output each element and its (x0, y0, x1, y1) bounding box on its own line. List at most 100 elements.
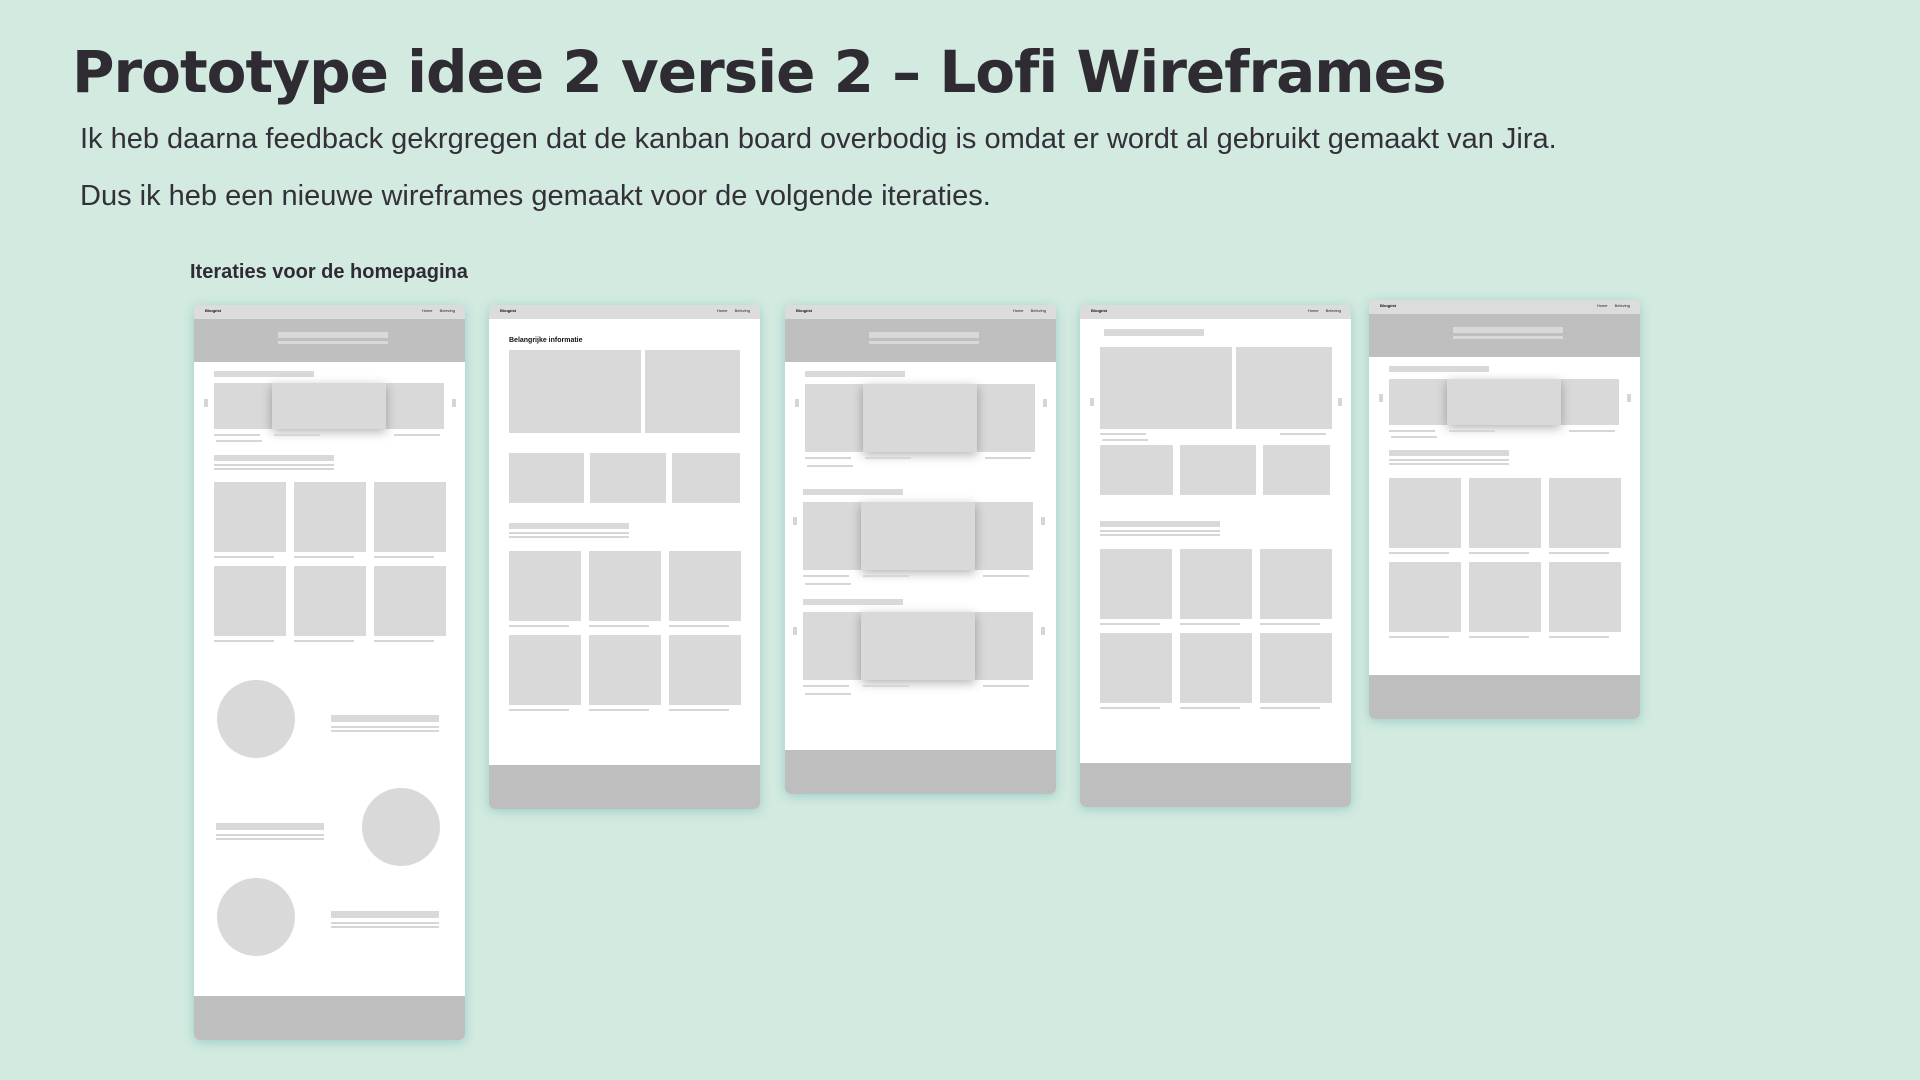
grid-card (1549, 478, 1621, 548)
grid-card (374, 566, 446, 636)
carousel-card (973, 502, 1033, 570)
carousel-next-arrow (1338, 398, 1342, 406)
nav-account-link: Beleving (734, 308, 750, 313)
info-block (509, 453, 584, 503)
nav-home-link: Home (716, 308, 728, 313)
wireframe-nav-links: Home Beleving (1007, 308, 1046, 313)
nav-home-link: Home (421, 308, 433, 313)
wireframe-iteration-5: Bloqpist Home Beleving (1369, 300, 1640, 719)
wireframe-navbar: Bloqpist Home Beleving (194, 305, 465, 319)
carousel-card-active (861, 502, 975, 570)
wireframe-navbar: Bloqpist Home Beleving (489, 305, 760, 319)
wireframe-iteration-2: Bloqpist Home Beleving Belangrijke infor… (489, 305, 760, 809)
section-label: Iteraties voor de homepagina (190, 261, 468, 283)
wireframe-hero (194, 319, 465, 362)
nav-home-link: Home (1596, 303, 1608, 308)
info-block (509, 350, 641, 433)
wireframe-logo: Bloqpist (500, 308, 516, 313)
carousel-prev-arrow (1379, 394, 1383, 402)
wireframe-logo: Bloqpist (796, 308, 812, 313)
grid-card (374, 482, 446, 552)
grid-card (214, 482, 286, 552)
info-block (1263, 445, 1330, 495)
wireframe-hero (1369, 314, 1640, 357)
carousel-card (1389, 379, 1449, 425)
carousel-card-active (861, 612, 975, 680)
grid-card (1549, 562, 1621, 632)
carousel-prev-arrow (1090, 398, 1094, 406)
carousel-card-active (863, 384, 977, 452)
info-block (1100, 445, 1173, 495)
nav-account-link: Beleving (439, 308, 455, 313)
wireframe-nav-links: Home Beleving (711, 308, 750, 313)
feature-image-circle (217, 680, 295, 758)
info-block (1236, 347, 1332, 429)
carousel-card (214, 383, 274, 429)
carousel-next-arrow (1627, 394, 1631, 402)
grid-card (509, 635, 581, 705)
grid-card (1100, 549, 1172, 619)
carousel-card (803, 502, 863, 570)
carousel-prev-arrow (793, 627, 797, 635)
carousel-prev-arrow (204, 399, 208, 407)
carousel-next-arrow (452, 399, 456, 407)
info-heading: Belangrijke informatie (509, 337, 583, 344)
wireframe-nav-links: Home Beleving (1591, 303, 1630, 308)
carousel-card (803, 612, 863, 680)
section-heading-placeholder (803, 599, 903, 605)
carousel-card-active (1447, 379, 1561, 425)
nav-account-link: Beleving (1614, 303, 1630, 308)
carousel-card-active (272, 383, 386, 429)
wireframe-navbar: Bloqpist Home Beleving (1080, 305, 1351, 319)
carousel-card (384, 383, 444, 429)
grid-card (1389, 478, 1461, 548)
wireframe-footer (489, 765, 760, 809)
feedback-paragraph: Ik heb daarna feedback gekrgregen dat de… (80, 123, 1557, 155)
wireframe-footer (194, 996, 465, 1040)
wireframe-navbar: Bloqpist Home Beleving (785, 305, 1056, 319)
wireframe-footer (1369, 675, 1640, 719)
grid-card (1180, 633, 1252, 703)
wireframe-iteration-3: Bloqpist Home Beleving (785, 305, 1056, 794)
wireframe-logo: Bloqpist (1091, 308, 1107, 313)
nav-home-link: Home (1307, 308, 1319, 313)
carousel-prev-arrow (795, 399, 799, 407)
wireframe-logo: Bloqpist (1380, 303, 1396, 308)
section-heading-placeholder (1389, 366, 1489, 372)
wireframe-footer (1080, 763, 1351, 807)
info-block (1100, 347, 1232, 429)
info-block (590, 453, 666, 503)
carousel-card (973, 612, 1033, 680)
carousel-next-arrow (1041, 627, 1045, 635)
section-heading-placeholder (803, 489, 903, 495)
grid-card (1469, 562, 1541, 632)
section-heading-placeholder (1100, 521, 1220, 527)
grid-card (589, 635, 661, 705)
grid-card (589, 551, 661, 621)
carousel-card (805, 384, 865, 452)
grid-card (1389, 562, 1461, 632)
carousel-prev-arrow (793, 517, 797, 525)
carousel-card (975, 384, 1035, 452)
carousel-next-arrow (1043, 399, 1047, 407)
wireframe-hero (785, 319, 1056, 362)
section-heading-placeholder (1389, 450, 1509, 456)
wireframe-iteration-1: Bloqpist Home Beleving (194, 305, 465, 1040)
wireframe-logo: Bloqpist (205, 308, 221, 313)
slide-title: Prototype idee 2 versie 2 – Lofi Wirefra… (72, 38, 1447, 106)
section-heading-placeholder (509, 523, 629, 529)
nav-account-link: Beleving (1325, 308, 1341, 313)
nav-home-link: Home (1012, 308, 1024, 313)
grid-card (294, 482, 366, 552)
wireframe-navbar: Bloqpist Home Beleving (1369, 300, 1640, 314)
feature-image-circle (362, 788, 440, 866)
section-heading-placeholder (805, 371, 905, 377)
wireframe-nav-links: Home Beleving (416, 308, 455, 313)
grid-card (1260, 633, 1332, 703)
carousel-next-arrow (1041, 517, 1045, 525)
info-block (645, 350, 740, 433)
grid-card (214, 566, 286, 636)
section-heading-placeholder (214, 455, 334, 461)
section-heading-placeholder (214, 371, 314, 377)
grid-card (294, 566, 366, 636)
